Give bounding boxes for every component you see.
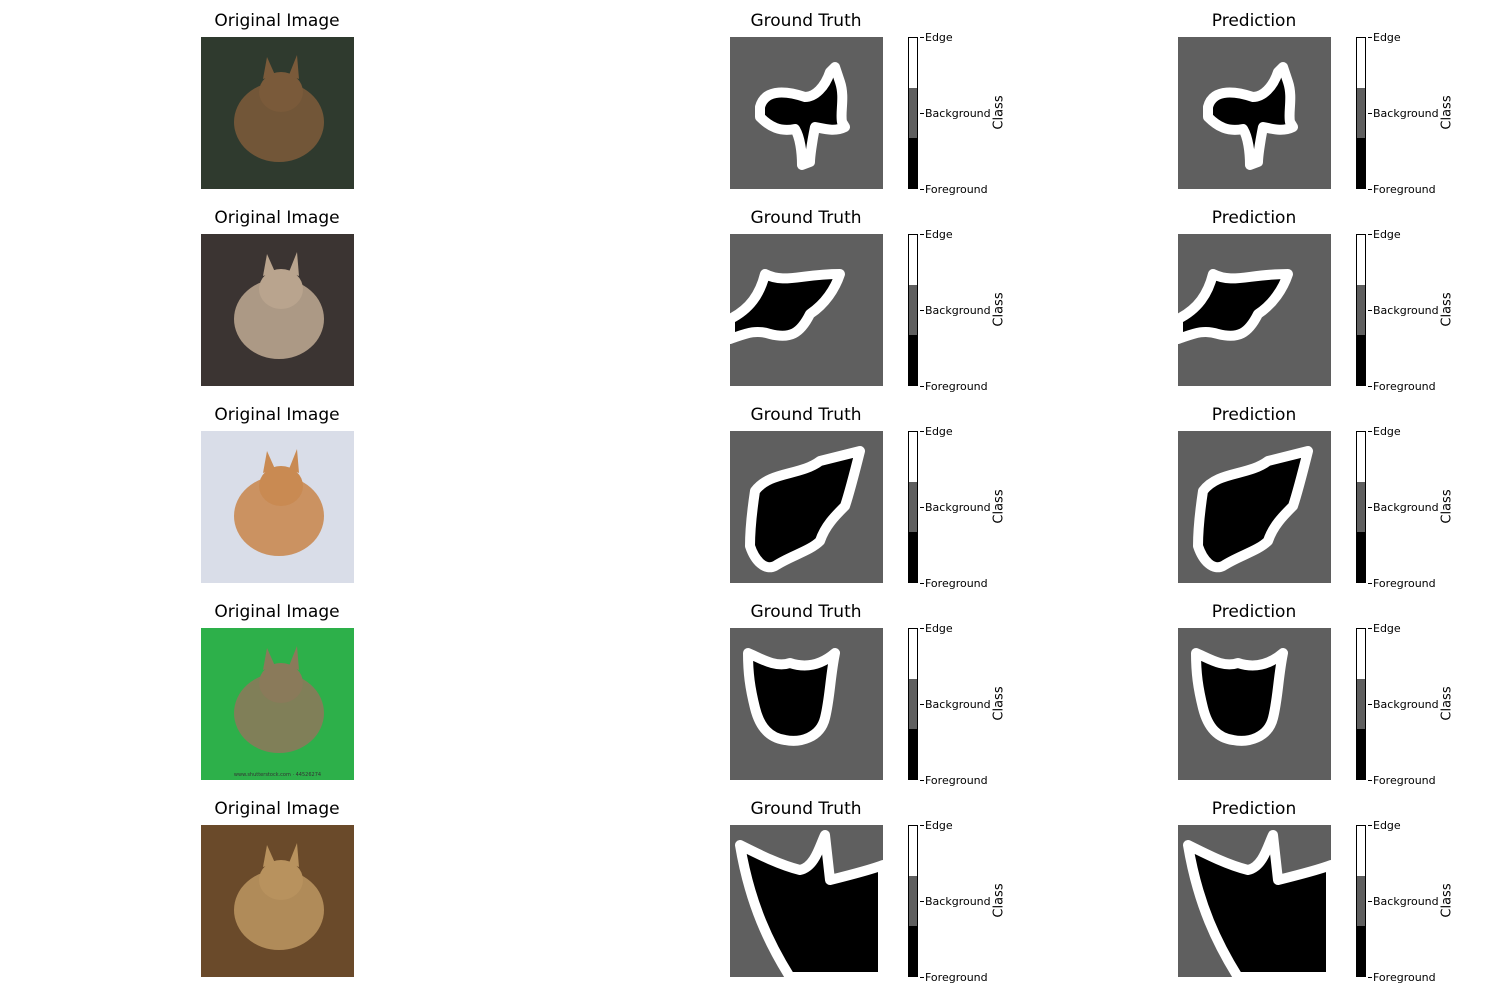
prediction-mask	[1178, 431, 1331, 583]
ground-truth-panel	[730, 825, 883, 977]
ground-truth-title: Ground Truth	[750, 11, 862, 31]
colorbar-tick-label: Background	[920, 895, 991, 908]
original-image-panel	[201, 37, 354, 189]
prediction-title: Prediction	[1211, 208, 1297, 228]
prediction-title: Prediction	[1211, 11, 1297, 31]
colorbar-tick-label: Foreground	[1368, 774, 1436, 787]
prediction-panel	[1178, 431, 1331, 583]
cat-photo	[201, 37, 354, 189]
colorbar	[908, 234, 918, 386]
ground-truth-panel	[730, 37, 883, 189]
colorbar	[908, 628, 918, 780]
colorbar-tick-label: Foreground	[920, 380, 988, 393]
colorbar	[1356, 431, 1366, 583]
colorbar-tick-label: Edge	[920, 819, 953, 832]
colorbar	[908, 825, 918, 977]
ground-truth-title: Ground Truth	[750, 799, 862, 819]
ground-truth-panel	[730, 431, 883, 583]
colorbar-label: Class	[1439, 292, 1455, 327]
colorbar-label: Class	[991, 95, 1007, 130]
colorbar-tick-label: Foreground	[1368, 183, 1436, 196]
colorbar-label: Class	[991, 292, 1007, 327]
colorbar-tick-label: Foreground	[920, 183, 988, 196]
original-image-title: Original Image	[214, 11, 340, 31]
prediction-panel	[1178, 37, 1331, 189]
colorbar-tick-label: Edge	[920, 425, 953, 438]
colorbar	[1356, 825, 1366, 977]
colorbar-tick-label: Foreground	[920, 577, 988, 590]
ground-truth-title: Ground Truth	[750, 405, 862, 425]
original-image-panel	[201, 628, 354, 780]
colorbar-tick-label: Background	[920, 698, 991, 711]
colorbar	[1356, 628, 1366, 780]
original-image-panel	[201, 431, 354, 583]
colorbar-tick-label: Background	[1368, 501, 1439, 514]
ground-truth-title: Ground Truth	[750, 602, 862, 622]
prediction-panel	[1178, 234, 1331, 386]
cat-photo	[201, 234, 354, 386]
ground-truth-title: Ground Truth	[750, 208, 862, 228]
cat-photo	[201, 431, 354, 583]
prediction-mask	[1178, 37, 1331, 189]
prediction-mask	[1178, 234, 1331, 386]
original-image-title: Original Image	[214, 405, 340, 425]
colorbar-tick-label: Background	[920, 304, 991, 317]
colorbar-tick-label: Background	[1368, 698, 1439, 711]
colorbar-tick-label: Edge	[920, 31, 953, 44]
colorbar-tick-label: Edge	[920, 228, 953, 241]
colorbar-label: Class	[1439, 883, 1455, 918]
colorbar-label: Class	[991, 883, 1007, 918]
colorbar	[908, 431, 918, 583]
colorbar-tick-label: Foreground	[920, 971, 988, 984]
colorbar-tick-label: Background	[920, 107, 991, 120]
original-image-title: Original Image	[214, 208, 340, 228]
original-image-panel	[201, 825, 354, 977]
prediction-title: Prediction	[1211, 799, 1297, 819]
ground-truth-mask	[730, 37, 883, 189]
ground-truth-mask	[730, 431, 883, 583]
colorbar-tick-label: Background	[1368, 895, 1439, 908]
original-image-title: Original Image	[214, 799, 340, 819]
colorbar	[908, 37, 918, 189]
ground-truth-mask	[730, 234, 883, 386]
colorbar	[1356, 234, 1366, 386]
prediction-mask	[1178, 628, 1331, 780]
colorbar-tick-label: Background	[1368, 107, 1439, 120]
ground-truth-panel	[730, 234, 883, 386]
colorbar-tick-label: Edge	[1368, 425, 1401, 438]
prediction-title: Prediction	[1211, 405, 1297, 425]
colorbar-tick-label: Edge	[1368, 31, 1401, 44]
cat-photo	[201, 628, 354, 780]
ground-truth-mask	[730, 628, 883, 780]
colorbar-tick-label: Background	[1368, 304, 1439, 317]
original-image-panel	[201, 234, 354, 386]
colorbar-tick-label: Edge	[1368, 228, 1401, 241]
colorbar-tick-label: Edge	[1368, 819, 1401, 832]
colorbar-label: Class	[991, 686, 1007, 721]
prediction-panel	[1178, 628, 1331, 780]
colorbar-tick-label: Edge	[920, 622, 953, 635]
image-watermark-caption: www.shutterstock.com · 44526274	[233, 772, 322, 778]
colorbar-tick-label: Edge	[1368, 622, 1401, 635]
prediction-title: Prediction	[1211, 602, 1297, 622]
colorbar-label: Class	[991, 489, 1007, 524]
colorbar-label: Class	[1439, 686, 1455, 721]
prediction-panel	[1178, 825, 1331, 977]
ground-truth-mask	[730, 825, 883, 977]
colorbar-label: Class	[1439, 489, 1455, 524]
colorbar	[1356, 37, 1366, 189]
colorbar-tick-label: Foreground	[920, 774, 988, 787]
colorbar-label: Class	[1439, 95, 1455, 130]
colorbar-tick-label: Foreground	[1368, 971, 1436, 984]
cat-photo	[201, 825, 354, 977]
ground-truth-panel	[730, 628, 883, 780]
original-image-title: Original Image	[214, 602, 340, 622]
prediction-mask	[1178, 825, 1331, 977]
colorbar-tick-label: Foreground	[1368, 380, 1436, 393]
colorbar-tick-label: Foreground	[1368, 577, 1436, 590]
colorbar-tick-label: Background	[920, 501, 991, 514]
